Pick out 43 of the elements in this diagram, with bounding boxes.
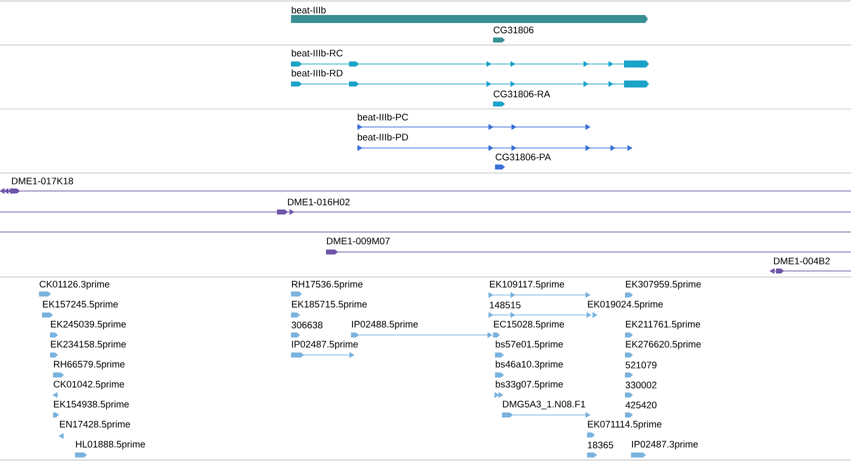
feature-label: 330002: [626, 382, 656, 388]
feature-label: EN17428.5prime: [60, 420, 130, 430]
feature-label: EK019024.5prime: [588, 300, 663, 310]
feature-label: EK276620.5prime: [626, 340, 701, 350]
feature-label: CG31806-RA: [494, 90, 550, 98]
feature-label: beat-IIIb-RC: [292, 50, 343, 56]
feature-label: CG31806: [494, 26, 534, 34]
feature-label: bs46a10.3prime: [496, 360, 563, 370]
feature-label: EK307959.5prime: [626, 280, 701, 290]
feature-label: 18365: [588, 442, 614, 448]
feature-label: bs33g07.5prime: [496, 380, 563, 390]
feature-label: IP02487.3prime: [632, 440, 698, 450]
feature-label: 148515: [490, 302, 520, 308]
feature-label: DME1-004B2: [774, 258, 830, 264]
feature-label: IP02487.5prime: [292, 340, 358, 350]
feature-label: IP02488.5prime: [352, 320, 418, 330]
feature-label: HL01888.5prime: [76, 440, 145, 450]
feature-label: bs57e01.5prime: [496, 340, 563, 350]
feature-label: EK157245.5prime: [42, 300, 118, 310]
feature-label: EK109117.5prime: [490, 280, 564, 290]
feature-label: EK234158.5prime: [50, 340, 126, 350]
feature-label: beat-IIIb-PC: [358, 114, 408, 120]
feature-label: EK185715.5prime: [292, 300, 367, 310]
feature-label: DME1-017K18: [12, 178, 74, 184]
feature-label: 521079: [626, 362, 656, 368]
feature-label: CK01042.5prime: [54, 380, 124, 390]
feature-label: beat-IIIb-RD: [292, 70, 342, 76]
feature-label: DME1-009M07: [327, 238, 390, 244]
feature-label: EK071114.5prime: [588, 420, 662, 430]
feature-label: beat-IIIb-PD: [358, 134, 408, 140]
feature-label: beat-IIIb: [292, 6, 326, 14]
feature-label: RH17536.5prime: [292, 280, 363, 290]
feature-label: DMG5A3_1.N08.F1: [503, 400, 586, 410]
feature-label: EK211761.5prime: [626, 320, 700, 330]
feature-label: CK01126.3prime: [40, 280, 110, 290]
feature-label: CG31806-PA: [496, 154, 551, 160]
feature-label: EK245039.5prime: [50, 320, 126, 330]
feature-label: RH66579.5prime: [54, 360, 125, 370]
feature-label: 306638: [292, 322, 322, 328]
feature-label: EK154938.5prime: [54, 400, 129, 410]
feature-label: 425420: [625, 402, 657, 408]
feature-label: DME1-016H02: [288, 198, 350, 206]
feature-label: EC15028.5prime: [494, 320, 564, 330]
